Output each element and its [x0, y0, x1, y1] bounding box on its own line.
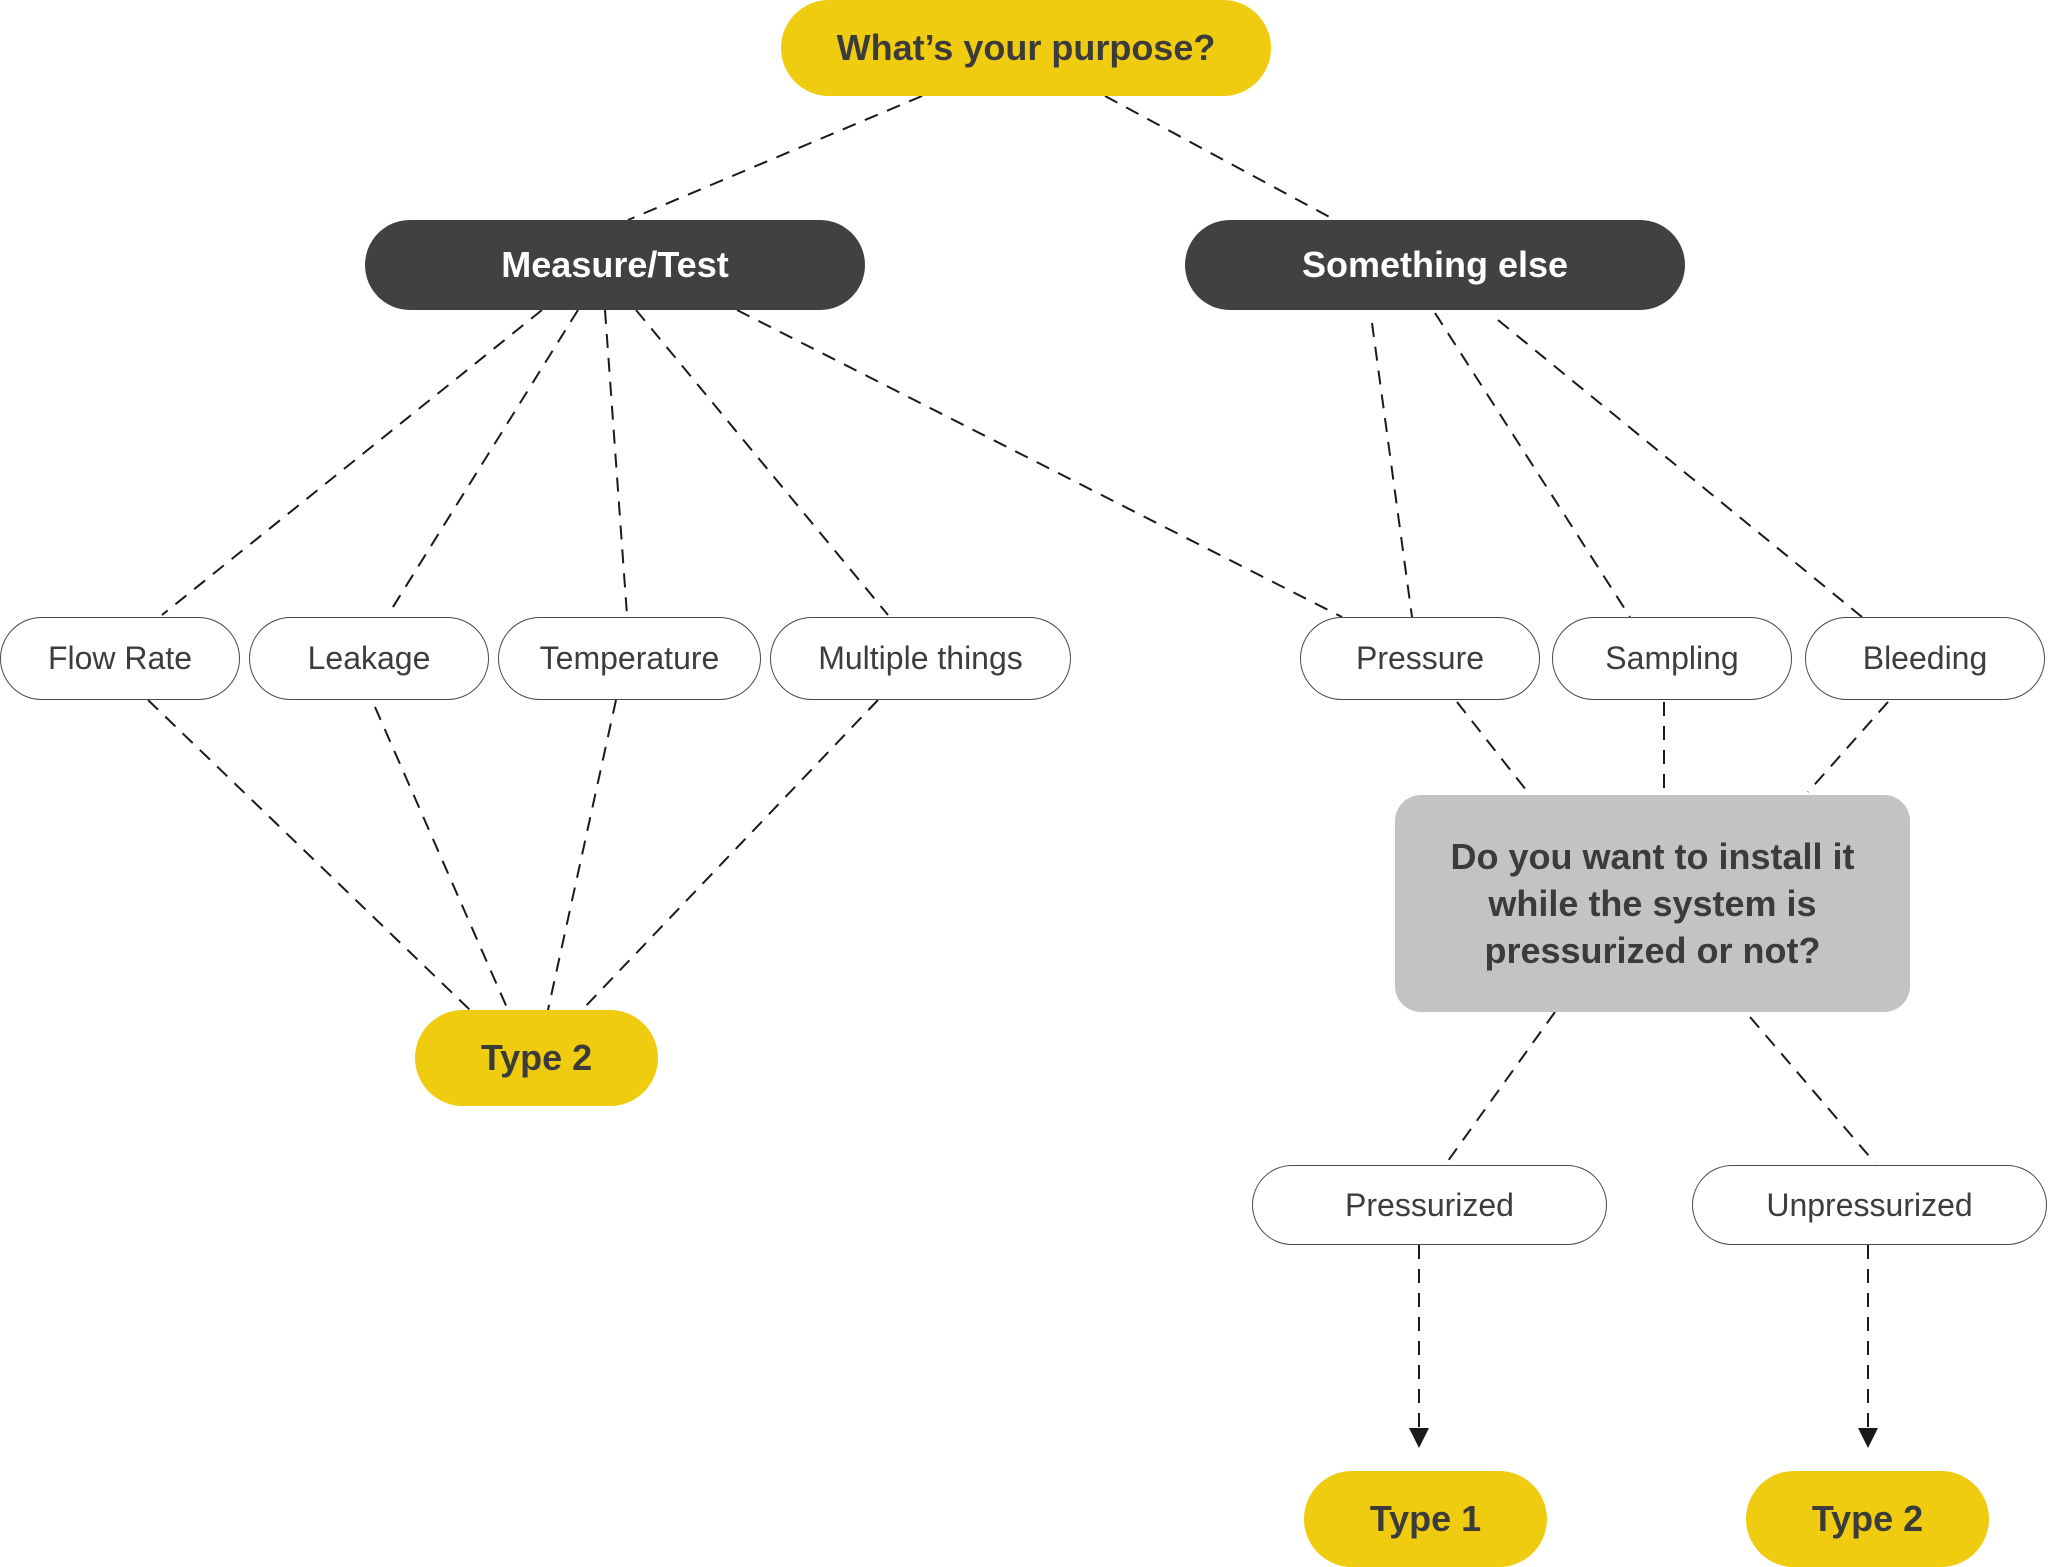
option-bleeding-label: Bleeding — [1862, 640, 1988, 676]
connector-question-pressurized — [1444, 1011, 1556, 1166]
result-unpressurized-type-2: Type 2 — [1746, 1471, 1989, 1567]
connector-pressure-question — [1456, 701, 1531, 796]
question-line-1: Do you want to install it — [1450, 836, 1855, 877]
category-something-else: Something else — [1185, 220, 1685, 310]
connector-other-pressure — [1371, 322, 1413, 618]
connector-temperature-type2 — [547, 699, 617, 1011]
connector-other-bleeding — [1497, 319, 1863, 618]
connector-root-other — [1104, 95, 1336, 221]
result-unpressurized-label: Type 2 — [1811, 1498, 1924, 1539]
connector-multiple-type2 — [581, 699, 879, 1011]
category-measure-test: Measure/Test — [365, 220, 865, 310]
option-temperature: Temperature — [498, 617, 761, 700]
option-sampling: Sampling — [1552, 617, 1792, 700]
connector-question-unpressurized — [1749, 1016, 1876, 1164]
connector-flowrate-type2 — [147, 699, 471, 1011]
option-pressure: Pressure — [1300, 617, 1540, 700]
start-node: What’s your purpose? — [781, 0, 1271, 96]
option-multiple-things: Multiple things — [770, 617, 1071, 700]
connector-measure-multiple — [635, 309, 889, 616]
option-leakage: Leakage — [249, 617, 489, 700]
question-line-2: while the system is — [1488, 883, 1817, 924]
result-pressurized-label: Type 1 — [1369, 1498, 1482, 1539]
connector-measure-leakage — [387, 309, 579, 616]
answer-pressurized: Pressurized — [1252, 1165, 1607, 1245]
category-measure-label: Measure/Test — [501, 244, 729, 285]
connector-bleeding-question — [1807, 701, 1889, 793]
option-sampling-label: Sampling — [1605, 640, 1739, 676]
start-label: What’s your purpose? — [836, 27, 1216, 68]
result-measure-type-2: Type 2 — [415, 1010, 658, 1106]
answer-unpressurized-label: Unpressurized — [1766, 1186, 1973, 1223]
answer-pressurized-label: Pressurized — [1345, 1186, 1514, 1223]
result-pressurized-type-1: Type 1 — [1304, 1471, 1547, 1567]
connector-measure-pressure — [736, 309, 1343, 618]
category-other-label: Something else — [1301, 244, 1569, 285]
connector-other-sampling — [1434, 312, 1631, 618]
option-flow-rate-label: Flow Rate — [47, 640, 193, 676]
connector-measure-temperature — [604, 309, 628, 616]
answer-unpressurized: Unpressurized — [1692, 1165, 2047, 1245]
result-measure-label: Type 2 — [480, 1037, 593, 1078]
option-bleeding: Bleeding — [1805, 617, 2045, 700]
question-line-3: pressurized or not? — [1484, 930, 1821, 971]
question-box: Do you want to install it while the syst… — [1395, 795, 1910, 1012]
option-pressure-label: Pressure — [1355, 640, 1485, 676]
option-flow-rate: Flow Rate — [0, 617, 240, 700]
option-temperature-label: Temperature — [539, 640, 720, 676]
option-multiple-things-label: Multiple things — [818, 640, 1023, 676]
connector-leakage-type2 — [374, 706, 509, 1011]
option-leakage-label: Leakage — [307, 640, 431, 676]
connector-measure-flowrate — [161, 309, 543, 616]
connector-root-measure — [627, 95, 923, 221]
